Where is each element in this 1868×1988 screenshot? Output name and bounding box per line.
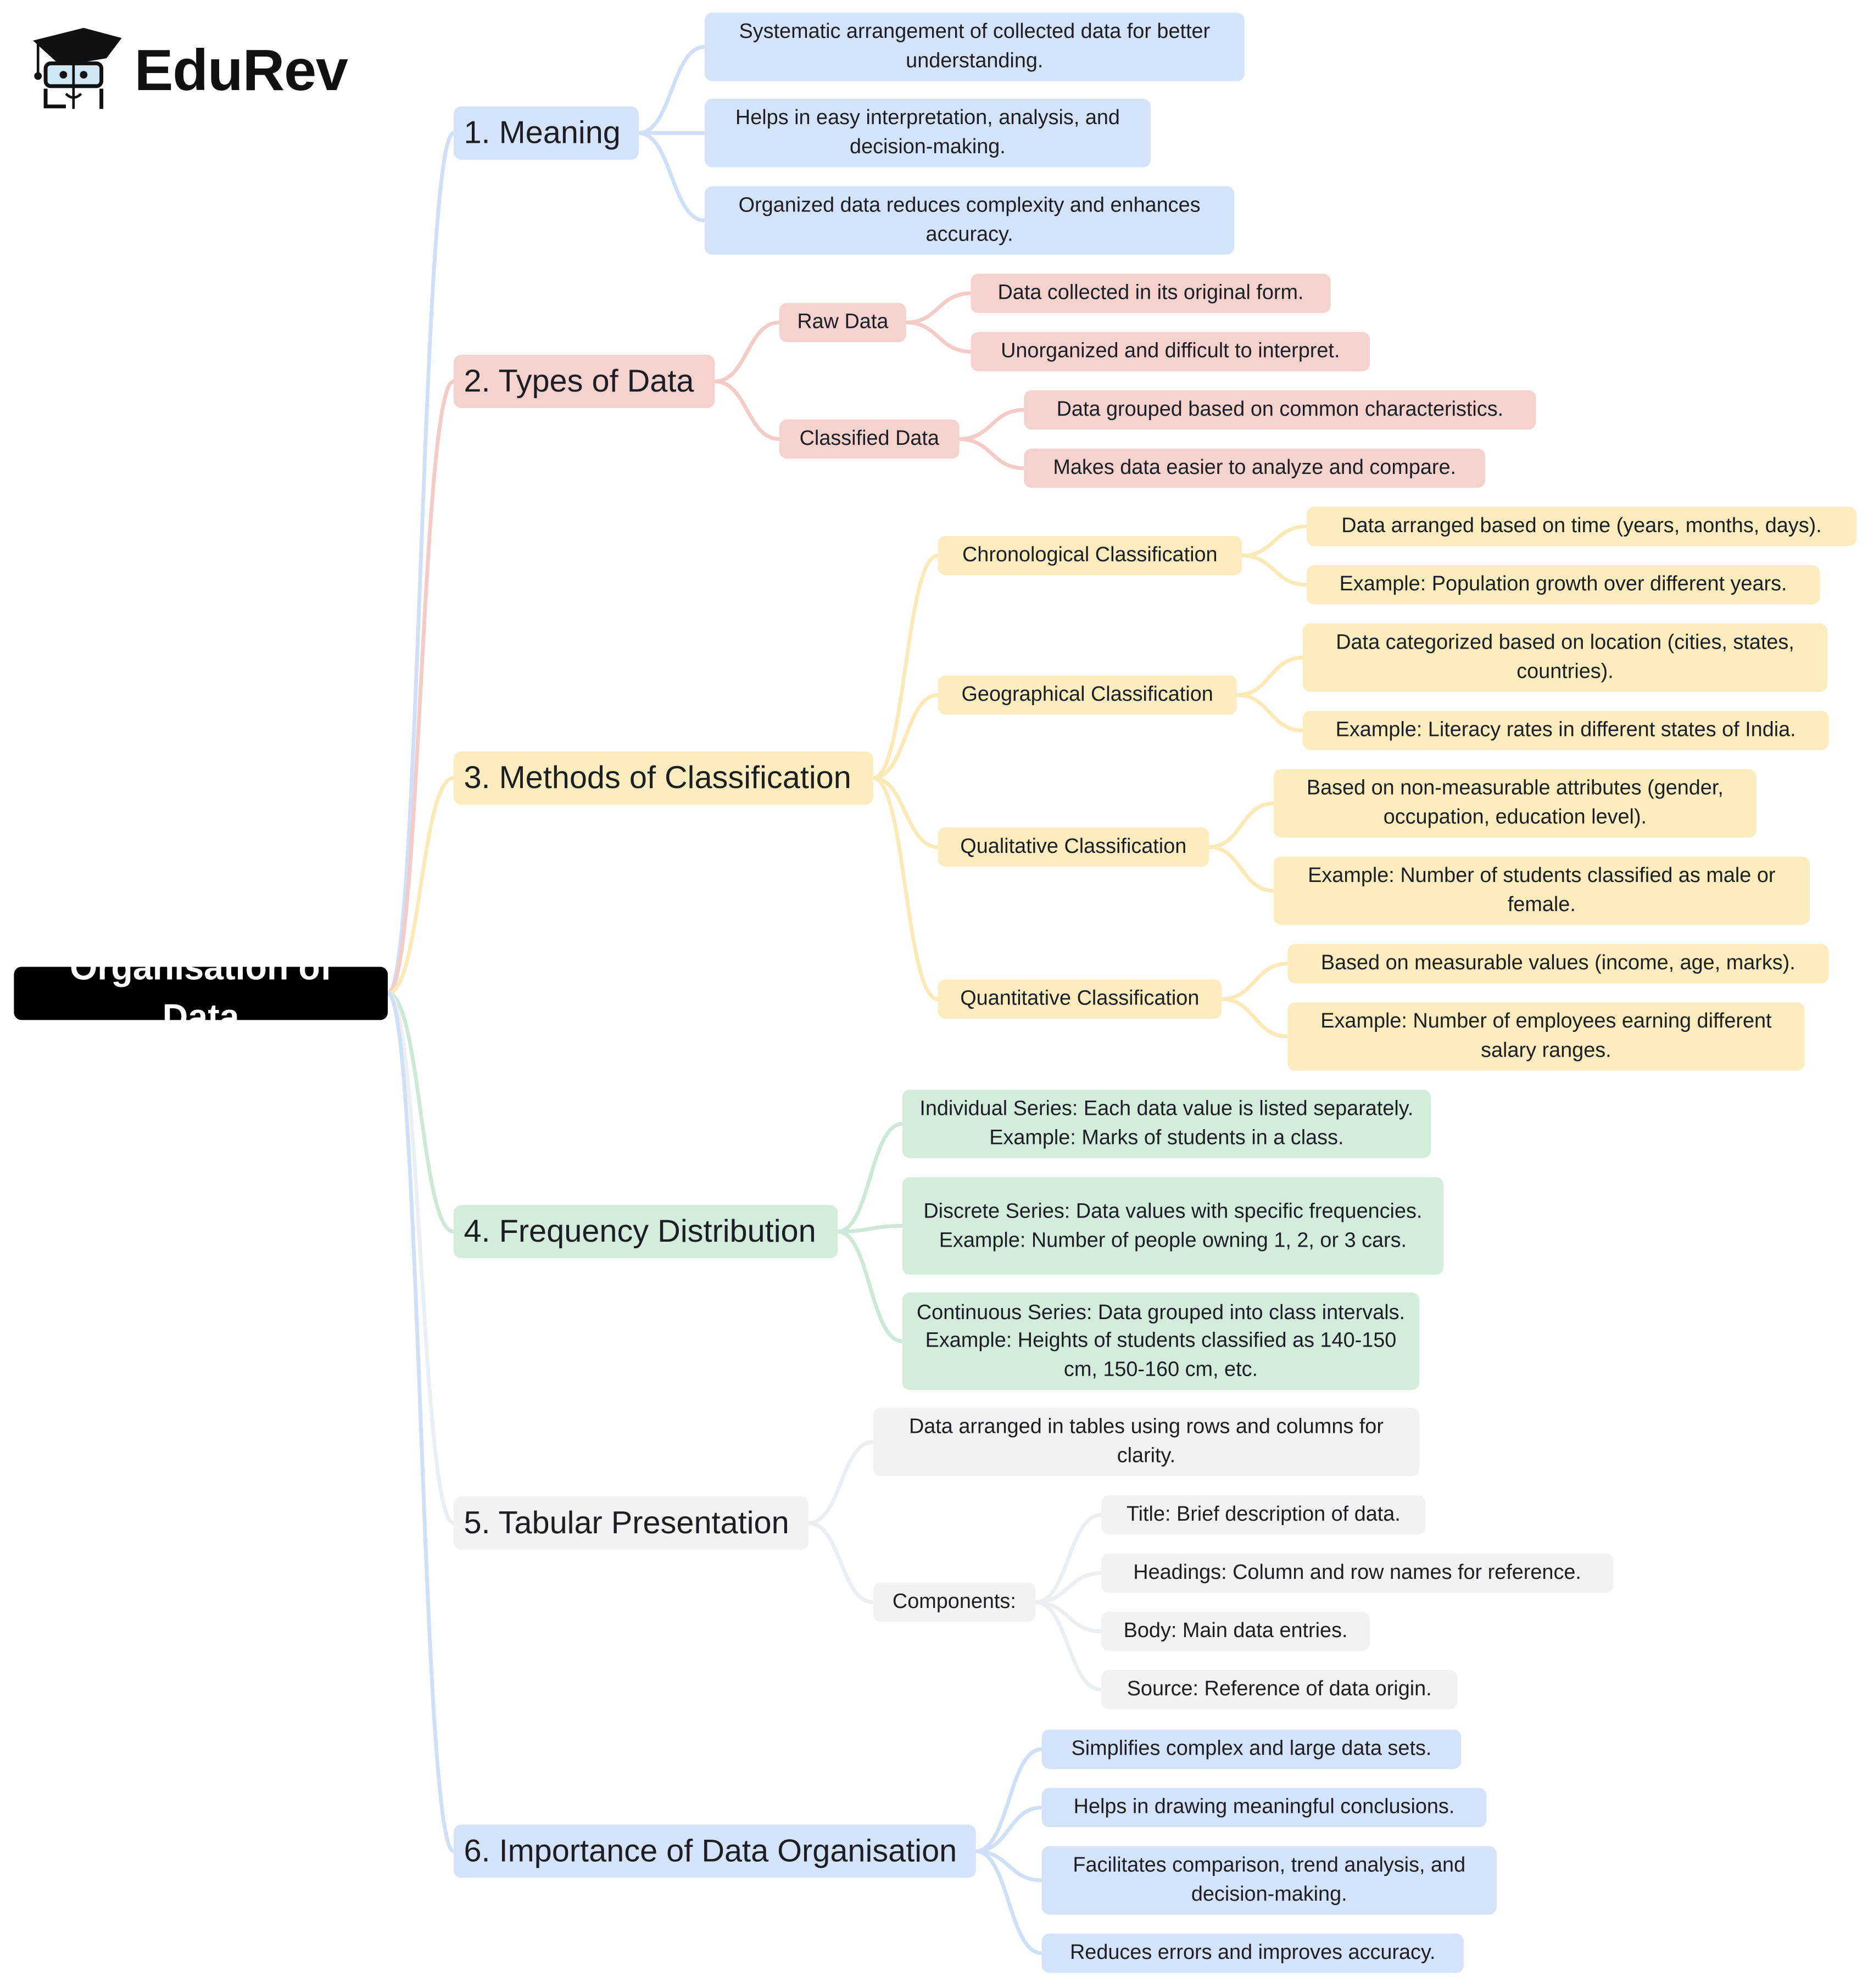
leaf-node[interactable]: Makes data easier to analyze and compare… [1024, 448, 1486, 488]
branch-connector [715, 379, 780, 441]
branch-connector [808, 1440, 874, 1525]
leaf-node[interactable]: Data collected in its original form. [971, 273, 1331, 313]
subtopic-node[interactable]: Qualitative Classification [938, 827, 1209, 867]
branch-connector [975, 1805, 1042, 1853]
leaf-node[interactable]: Data arranged based on time (years, mont… [1306, 506, 1857, 546]
subtopic-connector [1242, 524, 1307, 558]
subtopic-connector [1035, 1600, 1102, 1692]
leaf-node[interactable]: Body: Main data entries. [1101, 1611, 1370, 1651]
leaf-node[interactable]: Helps in drawing meaningful conclusions. [1041, 1788, 1487, 1828]
branch-connector [638, 44, 705, 135]
root-connector [387, 379, 455, 996]
leaf-node[interactable]: Example: Population growth over differen… [1306, 565, 1820, 605]
branch-node[interactable]: 4. Frequency Distribution [454, 1205, 838, 1259]
leaf-node[interactable]: Data grouped based on common characteris… [1024, 390, 1536, 430]
branch-connector [975, 1849, 1042, 1956]
leaf-node[interactable]: Example: Number of students classified a… [1273, 856, 1810, 925]
leaf-node[interactable]: Systematic arrangement of collected data… [704, 13, 1245, 81]
branch-connector [975, 1849, 1042, 1883]
subtopic-connector [959, 437, 1024, 471]
leaf-node[interactable]: Example: Literacy rates in different sta… [1302, 711, 1829, 750]
leaf-node[interactable]: Simplifies complex and large data sets. [1041, 1729, 1462, 1769]
branch-node[interactable]: 2. Types of Data [454, 355, 715, 408]
leaf-node[interactable]: Reduces errors and improves accuracy. [1041, 1933, 1464, 1973]
subtopic-node[interactable]: Raw Data [779, 303, 906, 342]
leaf-node[interactable]: Discrete Series: Data values with specif… [902, 1177, 1444, 1275]
leaf-node[interactable]: Continuous Series: Data grouped into cla… [902, 1292, 1420, 1391]
branch-node[interactable]: 6. Importance of Data Organisation [454, 1824, 976, 1878]
branch-connector [975, 1747, 1042, 1853]
subtopic-connector [1209, 801, 1274, 849]
subtopic-node[interactable]: Quantitative Classification [938, 979, 1222, 1019]
subtopic-connector [959, 407, 1024, 441]
leaf-node[interactable]: Based on measurable values (income, age,… [1287, 943, 1829, 984]
branch-connector [837, 1122, 903, 1234]
leaf-node[interactable]: Facilitates comparison, trend analysis, … [1041, 1846, 1497, 1915]
root-connector [387, 776, 454, 996]
leaf-node[interactable]: Title: Brief description of data. [1101, 1495, 1426, 1535]
logo-text: EduRev [134, 36, 348, 103]
graduate-mascot-icon [32, 27, 122, 109]
leaf-node[interactable]: Example: Number of employees earning dif… [1287, 1002, 1805, 1071]
branch-connector [872, 554, 939, 780]
subtopic-connector [1222, 997, 1288, 1038]
root-connector [387, 991, 454, 1234]
leaf-node[interactable]: Organized data reduces complexity and en… [704, 186, 1235, 255]
root-connector [387, 131, 455, 996]
leaf-node[interactable]: Source: Reference of data origin. [1101, 1670, 1458, 1710]
leaf-node[interactable]: Unorganized and difficult to interpret. [971, 332, 1370, 372]
leaf-node[interactable]: Data arranged in tables using rows and c… [873, 1408, 1420, 1477]
branch-connector [715, 320, 780, 383]
edurev-logo: EduRev [28, 27, 348, 111]
branch-connector [837, 1230, 903, 1343]
subtopic-node[interactable]: Classified Data [779, 419, 960, 459]
subtopic-connector [1242, 554, 1307, 587]
branch-node[interactable]: 3. Methods of Classification [454, 751, 873, 805]
subtopic-connector [1035, 1571, 1102, 1605]
branch-node[interactable]: 1. Meaning [454, 106, 639, 160]
branch-connector [838, 1224, 902, 1234]
branch-connector [872, 776, 939, 1001]
branch-connector [808, 1521, 874, 1605]
subtopic-connector [1236, 656, 1303, 697]
leaf-node[interactable]: Individual Series: Each data value is li… [902, 1090, 1431, 1158]
leaf-node[interactable]: Data categorized based on location (citi… [1302, 623, 1828, 692]
root-connector [387, 991, 455, 1525]
subtopic-node[interactable]: Geographical Classification [938, 675, 1237, 715]
branch-connector [638, 131, 705, 222]
leaf-node[interactable]: Headings: Column and row names for refer… [1101, 1553, 1614, 1593]
leaf-node[interactable]: Based on non-measurable attributes (gend… [1273, 769, 1757, 838]
branch-connector [873, 776, 938, 849]
subtopic-node[interactable]: Chronological Classification [938, 535, 1242, 576]
subtopic-node[interactable]: Components: [873, 1582, 1036, 1622]
subtopic-connector [1035, 1512, 1102, 1605]
subtopic-connector [1209, 845, 1274, 893]
root-node[interactable]: Organisation of Data [14, 948, 388, 1036]
branch-node[interactable]: 5. Tabular Presentation [454, 1496, 809, 1550]
subtopic-connector [906, 320, 971, 354]
subtopic-connector [1222, 962, 1288, 1001]
subtopic-connector [906, 291, 971, 325]
root-connector [387, 991, 455, 1853]
branch-connector [873, 693, 938, 780]
subtopic-connector [1236, 693, 1303, 733]
leaf-node[interactable]: Helps in easy interpretation, analysis, … [704, 98, 1151, 167]
